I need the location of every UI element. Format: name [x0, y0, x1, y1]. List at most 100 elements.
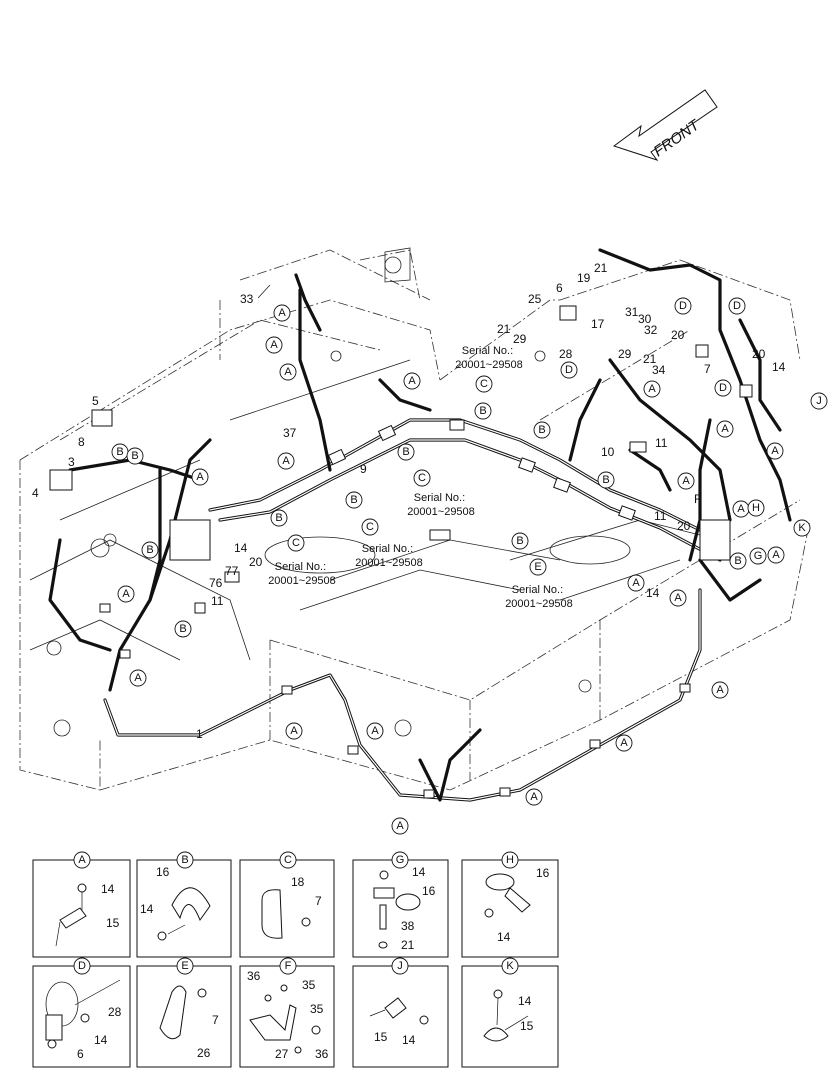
part-30: 30 [638, 312, 652, 326]
part-14c: 14 [646, 586, 660, 600]
detail-C: C 18 7 [239, 851, 335, 958]
callout-circle-a-4 [191, 468, 209, 486]
detail-A-label-2: 15 [106, 916, 120, 930]
callout-letter-a-6: A [134, 672, 142, 684]
callout-letter-a-5: A [122, 588, 130, 600]
harness-clips [49, 305, 753, 799]
callout-circle-d-38 [674, 297, 692, 315]
callout-letter-d-38: D [679, 300, 687, 312]
detail-D-letter: D [78, 960, 86, 972]
part-20b: 20 [671, 328, 685, 342]
callout-letter-a-7: A [290, 725, 298, 737]
detail-B-label-1: 16 [156, 865, 170, 879]
callout-letter-a-3: A [282, 455, 290, 467]
detail-F-label-4: 27 [275, 1047, 289, 1061]
callout-letter-a-12: A [716, 684, 724, 696]
detail-G-label-3: 38 [401, 919, 415, 933]
detail-panels: A 14 15 B 16 14 C 18 7 [32, 851, 559, 1068]
part-5: 5 [92, 394, 99, 408]
detail-A: A 14 15 [32, 851, 131, 958]
detail-C-letter: C [284, 854, 292, 866]
part-11: 11 [211, 594, 224, 608]
callout-letter-a-1: A [270, 339, 278, 351]
part-10: 10 [601, 445, 615, 459]
callout-letter-b-23: B [131, 450, 138, 462]
part-17: 17 [591, 317, 605, 331]
part-F: F [694, 492, 701, 506]
callout-circle-b-23 [126, 447, 144, 465]
callout-letter-a-15: A [408, 375, 416, 387]
serial-note-4-line1: Serial No.: [275, 561, 326, 573]
part-20d: 20 [677, 519, 691, 533]
callout-letter-b-33: B [734, 555, 741, 567]
part-34: 34 [652, 363, 666, 377]
callout-letter-a-0: A [278, 307, 286, 319]
callout-circle-b-28 [397, 443, 415, 461]
callout-letter-a-8: A [371, 725, 379, 737]
detail-G-label-2: 16 [422, 884, 436, 898]
part-4: 4 [32, 486, 39, 500]
detail-A-label-1: 14 [101, 882, 115, 896]
callout-letter-d-40: D [565, 364, 573, 376]
serial-note-5-line2: 20001~29508 [505, 598, 573, 610]
callout-circle-e-42 [529, 558, 547, 576]
serial-note-2: Serial No.: 20001~29508 [407, 492, 475, 518]
callout-circle-a-6 [129, 669, 147, 687]
detail-F-label-1: 36 [247, 969, 261, 983]
part-25: 25 [528, 292, 542, 306]
serial-note-4: Serial No.: 20001~29508 [268, 561, 336, 587]
detail-K-label-1: 14 [518, 994, 532, 1008]
detail-K-label-2: 15 [520, 1019, 534, 1033]
callout-circle-a-2 [279, 363, 297, 381]
callout-circle-a-5 [117, 585, 135, 603]
callout-letter-a-21: A [772, 549, 780, 561]
callout-letter-a-11: A [620, 737, 628, 749]
callout-letter-c-34: C [480, 378, 488, 390]
serial-note-2-line2: 20001~29508 [407, 506, 475, 518]
callout-circle-a-21 [767, 546, 785, 564]
detail-B-letter: B [181, 854, 188, 866]
callout-letter-j-45: J [816, 395, 822, 407]
part-19: 19 [577, 271, 591, 285]
part-14b: 14 [772, 360, 786, 374]
detail-J: J 15 14 [352, 957, 449, 1068]
callout-circle-a-18 [766, 442, 784, 460]
callout-letter-a-4: A [196, 471, 204, 483]
serial-note-3-line1: Serial No.: [362, 543, 413, 555]
callout-circle-b-27 [345, 491, 363, 509]
part-33: 33 [240, 292, 254, 306]
callout-circle-a-16 [643, 380, 661, 398]
detail-A-letter: A [78, 854, 86, 866]
callout-letter-b-22: B [116, 446, 123, 458]
callout-circle-a-14 [627, 574, 645, 592]
callout-letter-b-28: B [402, 446, 409, 458]
part-28: 28 [559, 347, 573, 361]
serial-note-5: Serial No.: 20001~29508 [505, 584, 573, 610]
callout-circle-d-40 [560, 361, 578, 379]
detail-H: H 16 14 [461, 851, 559, 958]
serial-note-1-line2: 20001~29508 [455, 359, 523, 371]
part-11c: 11 [654, 509, 667, 523]
part-32: 32 [644, 323, 658, 337]
serial-note-1-line1: Serial No.: [462, 345, 513, 357]
callout-letter-b-30: B [538, 424, 545, 436]
callout-circle-a-3 [277, 452, 295, 470]
detail-J-letter: J [397, 960, 403, 972]
part-14: 14 [234, 541, 248, 555]
part-21c: 21 [643, 352, 657, 366]
callout-letter-a-16: A [648, 383, 656, 395]
part-21: 21 [594, 261, 608, 275]
callout-circle-a-1 [265, 336, 283, 354]
serial-note-4-line2: 20001~29508 [268, 575, 336, 587]
detail-F-letter: F [285, 960, 292, 972]
callout-circle-a-15 [403, 372, 421, 390]
detail-H-label-1: 16 [536, 866, 550, 880]
callout-circle-b-33 [729, 552, 747, 570]
detail-B-label-2: 14 [140, 902, 154, 916]
part-6: 6 [556, 281, 563, 295]
detail-E-label-2: 26 [197, 1046, 211, 1060]
callout-circle-c-34 [475, 375, 493, 393]
